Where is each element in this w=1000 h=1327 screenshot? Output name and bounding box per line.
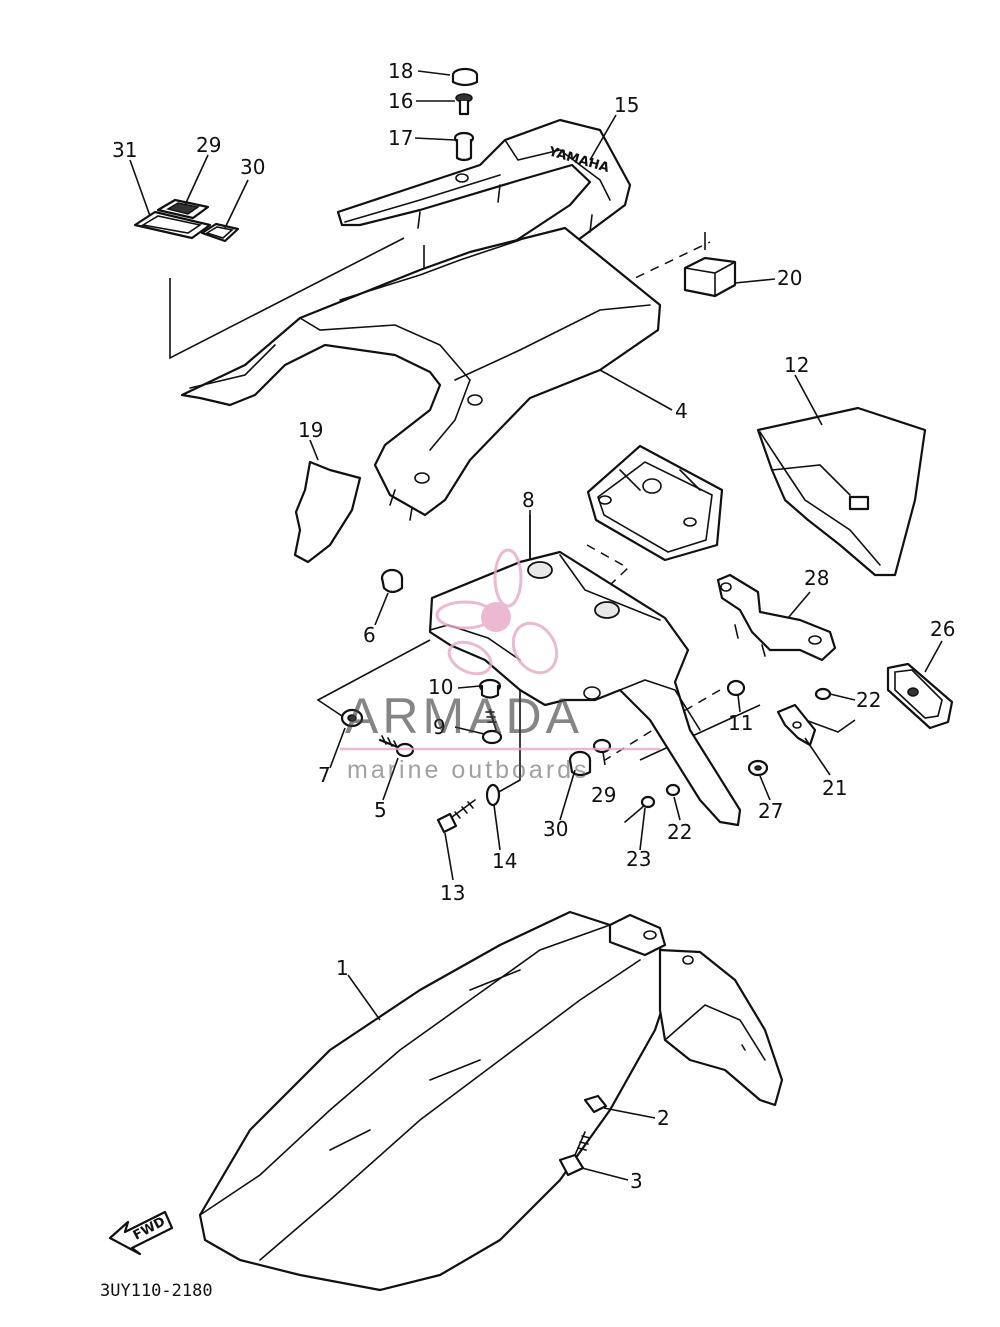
decal-30 xyxy=(200,222,240,243)
washer-14 xyxy=(485,783,501,807)
callout-28: 30 xyxy=(543,817,568,841)
callout-10: 10 xyxy=(428,675,453,699)
nut-11 xyxy=(726,679,746,697)
watermark-flower-icon xyxy=(435,548,559,676)
seal-19 xyxy=(293,460,362,564)
callout-21: 21 xyxy=(822,776,847,800)
callout-9: 9 xyxy=(433,715,446,739)
callout-16: 16 xyxy=(388,89,413,113)
callout-15: 15 xyxy=(614,93,639,117)
callout-29: 29 xyxy=(196,133,221,157)
callout-8: 8 xyxy=(522,488,535,512)
callout-1: 1 xyxy=(336,956,349,980)
callout-14: 14 xyxy=(492,849,517,873)
nut-6 xyxy=(380,568,404,594)
grommet-28 xyxy=(568,750,592,777)
washer-22-upper xyxy=(814,687,832,701)
nut-7 xyxy=(340,708,364,728)
callout-12: 12 xyxy=(784,353,809,377)
drawing-code: 3UY110-2180 xyxy=(100,1281,213,1301)
nut-2 xyxy=(583,1094,608,1114)
callout-30: 30 xyxy=(240,155,265,179)
bolt-13 xyxy=(436,799,476,834)
plate-bracket-26 xyxy=(716,573,837,662)
bolt-9 xyxy=(481,709,503,745)
rear-cowl-4 xyxy=(180,226,662,521)
washer-22-lower xyxy=(665,783,681,797)
collar-17 xyxy=(453,131,475,162)
callout-11: 11 xyxy=(728,711,753,735)
callout-5: 5 xyxy=(374,798,387,822)
decal-29 xyxy=(156,198,210,220)
reflector-24 xyxy=(886,662,954,730)
callout-31: 31 xyxy=(112,138,137,162)
callout-22-upper: 22 xyxy=(856,688,881,712)
callout-4: 4 xyxy=(675,399,688,423)
callout-7: 7 xyxy=(318,763,331,787)
damper-20 xyxy=(683,256,737,298)
callout-19: 19 xyxy=(298,418,323,442)
flap-12 xyxy=(756,406,927,577)
callout-2: 2 xyxy=(657,1106,670,1130)
callout-27: 29 xyxy=(591,783,616,807)
forward-arrow-icon: FWD xyxy=(108,1210,174,1256)
callout-13: 13 xyxy=(440,881,465,905)
callout-3: 3 xyxy=(630,1169,643,1193)
reflector-bracket-21 xyxy=(776,703,817,747)
rear-fender-1 xyxy=(198,910,784,1292)
callout-labels: 18 16 17 15 31 29 30 20 12 4 19 8 6 10 9… xyxy=(112,59,955,1193)
callout-17: 17 xyxy=(388,126,413,150)
nut-25 xyxy=(747,759,769,777)
decal-set-31 xyxy=(133,210,212,240)
cap-18 xyxy=(451,67,479,87)
callout-26: 28 xyxy=(804,566,829,590)
watermark-brand: ARMADA xyxy=(345,688,583,744)
callout-18: 18 xyxy=(388,59,413,83)
callout-22-lower: 22 xyxy=(667,820,692,844)
bracket-box xyxy=(586,444,724,562)
callout-23: 23 xyxy=(626,847,651,871)
callout-leaders xyxy=(129,70,943,1181)
bolt-3 xyxy=(558,1131,591,1177)
callout-6: 6 xyxy=(363,623,376,647)
screw-23 xyxy=(624,795,656,823)
watermark: ARMADA marine outboards xyxy=(340,548,660,784)
callout-25: 27 xyxy=(758,799,783,823)
callout-24: 26 xyxy=(930,617,955,641)
watermark-tagline: marine outboards xyxy=(347,756,590,784)
collar-10 xyxy=(478,678,502,699)
callout-20: 20 xyxy=(777,266,802,290)
bolt-16 xyxy=(455,93,473,116)
